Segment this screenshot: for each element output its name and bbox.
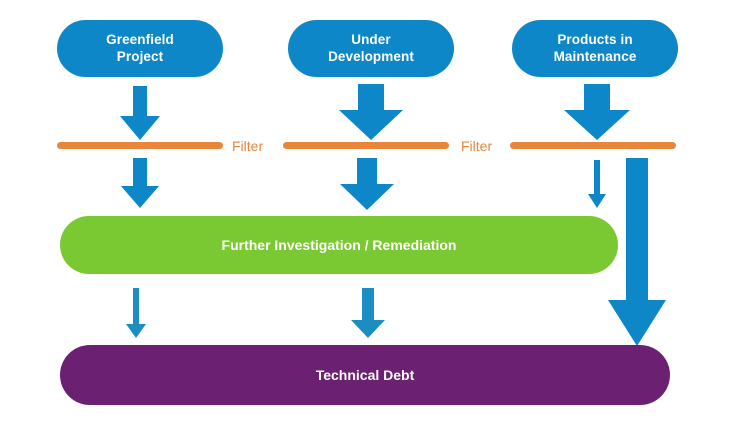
filter-bar-1: [57, 142, 223, 149]
node-under-development-label: Under Development: [328, 31, 414, 64]
node-under-development[interactable]: Under Development: [288, 20, 454, 77]
stage-further-investigation-remediation-label: Further Investigation / Remediation: [221, 237, 457, 253]
arrow-products-bypass-to-technical-debt: [607, 158, 669, 348]
arrow-filter-3-to-remediation: [586, 160, 608, 210]
arrow-remediation-to-technical-debt-left: [124, 288, 148, 340]
filter-label-2: Filter: [461, 138, 493, 154]
node-greenfield-project[interactable]: Greenfield Project: [57, 20, 223, 77]
stage-technical-debt[interactable]: Technical Debt: [60, 345, 670, 405]
filter-bar-2: [283, 142, 449, 149]
arrow-filter-1-to-remediation: [118, 158, 162, 210]
arrow-remediation-to-technical-debt-middle: [348, 288, 388, 340]
node-products-in-maintenance[interactable]: Products in Maintenance: [512, 20, 678, 77]
node-greenfield-project-label: Greenfield Project: [106, 31, 174, 64]
stage-technical-debt-label: Technical Debt: [315, 367, 415, 383]
arrow-greenfield-to-filter: [116, 86, 164, 142]
filter-bar-3: [510, 142, 676, 149]
arrow-filter-2-to-remediation: [336, 158, 398, 212]
arrow-under-development-to-filter: [333, 84, 409, 142]
stage-further-investigation-remediation[interactable]: Further Investigation / Remediation: [60, 216, 618, 274]
node-products-in-maintenance-label: Products in Maintenance: [553, 31, 637, 64]
arrow-products-to-filter: [558, 84, 636, 142]
filter-label-1: Filter: [232, 138, 264, 154]
